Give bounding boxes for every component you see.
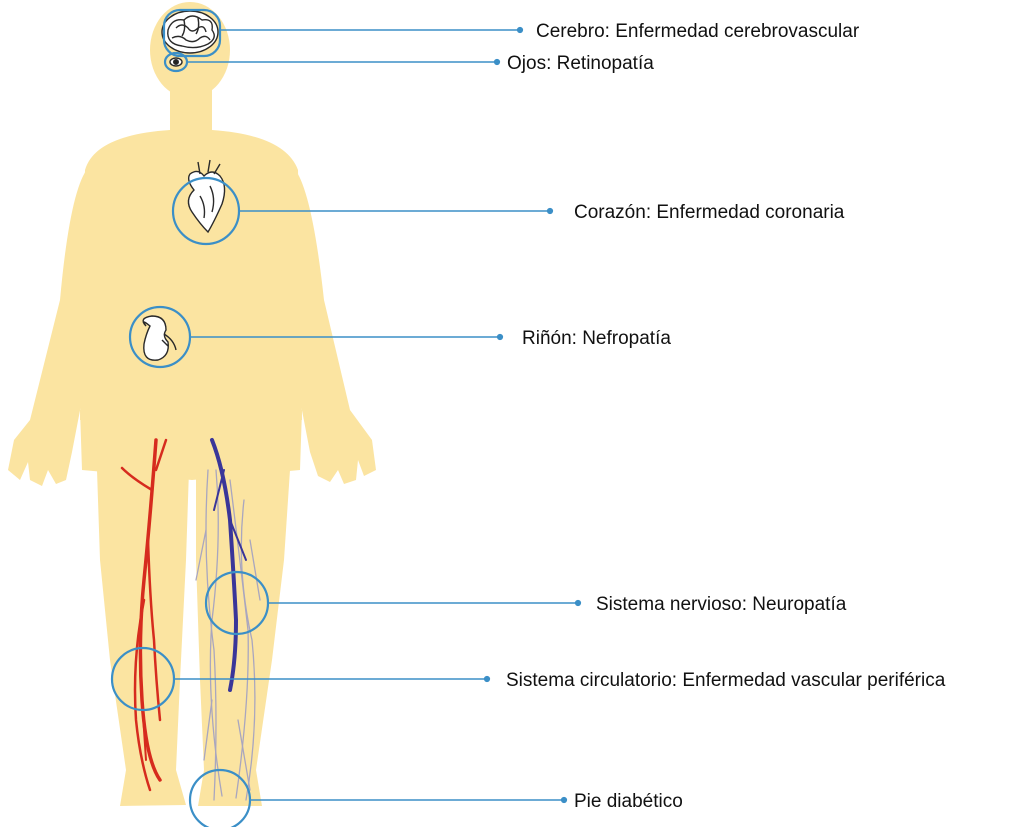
heart-leader-dot	[548, 209, 552, 213]
label-brain: Cerebro: Enfermedad cerebrovascular	[536, 21, 860, 42]
label-eyes: Ojos: Retinopatía	[507, 53, 654, 74]
foot-leader-dot	[562, 798, 566, 802]
label-diabetic-foot: Pie diabético	[574, 791, 683, 812]
label-circulatory-system: Sistema circulatorio: Enfermedad vascula…	[506, 670, 946, 691]
circulatory-leader-dot	[485, 677, 489, 681]
kidney-leader-dot	[498, 335, 502, 339]
brain-icon	[162, 11, 218, 53]
callout-labels: Cerebro: Enfermedad cerebrovascular Ojos…	[506, 21, 946, 812]
leg-left-shape	[96, 440, 190, 806]
eye-leader-dot	[495, 60, 499, 64]
label-kidney: Riñón: Nefropatía	[522, 328, 671, 349]
label-nervous-system: Sistema nervioso: Neuropatía	[596, 594, 847, 615]
human-body-silhouette	[8, 2, 376, 806]
label-heart: Corazón: Enfermedad coronaria	[574, 202, 845, 223]
eye-icon	[170, 58, 182, 66]
nervous-leader-dot	[576, 601, 580, 605]
brain-leader-dot	[518, 28, 522, 32]
